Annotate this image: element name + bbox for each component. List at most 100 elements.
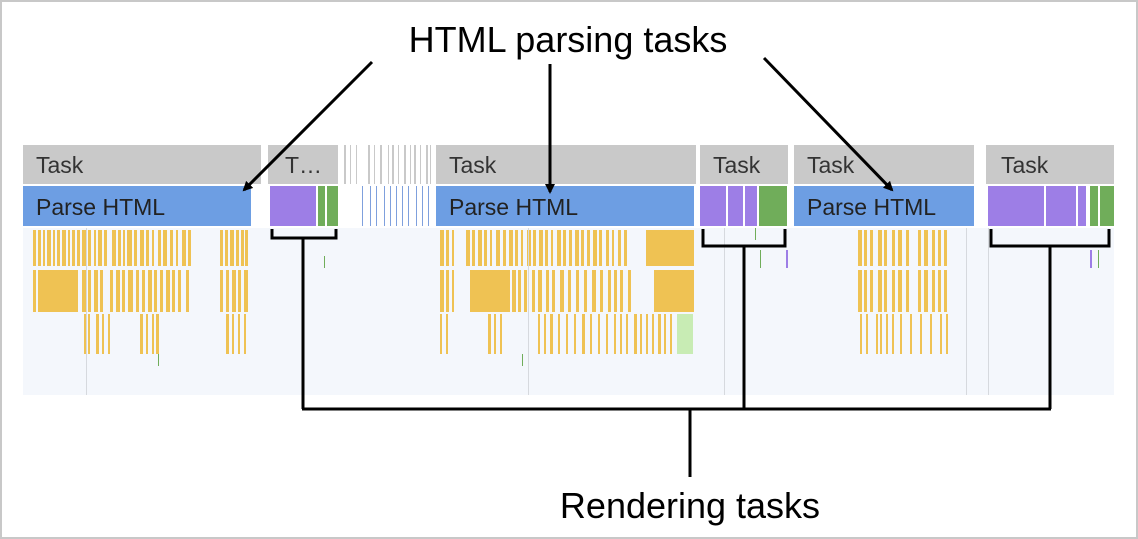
scripting-slice <box>574 314 576 354</box>
scripting-slice <box>624 230 627 266</box>
scripting-slice <box>560 270 564 312</box>
scripting-slice <box>640 314 642 354</box>
guide-line <box>966 228 967 395</box>
scripting-slice <box>566 314 568 354</box>
scripting-slice <box>654 270 694 312</box>
scripting-slice <box>154 270 157 312</box>
tiny-task-tick <box>344 145 346 184</box>
scripting-slice <box>238 314 240 354</box>
scripting-slice <box>148 270 152 312</box>
scripting-slice <box>226 314 229 354</box>
tiny-task-tick <box>388 145 389 184</box>
tiny-parse-tick <box>408 186 409 226</box>
rendering-block-3 <box>988 186 1114 226</box>
parsing-arrows <box>242 56 894 194</box>
parse-html-bar-2 <box>436 186 694 226</box>
scripting-slice <box>930 314 932 354</box>
scripting-slice <box>245 230 248 266</box>
guide-line <box>528 228 529 395</box>
scripting-slice <box>618 230 621 266</box>
task-bar-2 <box>268 145 338 184</box>
tiny-task-tick <box>414 145 416 184</box>
minor-slice <box>786 250 788 268</box>
scripting-slice <box>170 230 173 266</box>
task-row: Task T… Task Task Task Task <box>23 145 1114 226</box>
scripting-slice <box>944 230 947 266</box>
scripting-slice <box>620 314 622 354</box>
rendering-block-2 <box>700 186 787 226</box>
scripting-slice <box>587 230 590 266</box>
scripting-slice <box>238 270 241 312</box>
scripting-slice <box>94 230 96 266</box>
scripting-slice <box>160 270 163 312</box>
scripting-slice <box>496 230 500 266</box>
scripting-slice <box>178 270 181 312</box>
scripting-slice <box>886 314 888 354</box>
scripting-slice <box>575 230 579 266</box>
scripting-slice <box>884 270 887 312</box>
scripting-slice <box>864 230 867 266</box>
scripting-slice <box>110 270 113 312</box>
scripting-slice <box>62 230 66 266</box>
scripting-slice <box>524 270 527 312</box>
scripting-slice <box>220 230 223 266</box>
parse-html-bar-3 <box>794 186 974 226</box>
scripting-slice <box>43 230 45 266</box>
scripting-slice <box>938 230 941 266</box>
scripting-slice <box>88 270 91 312</box>
scripting-slice <box>112 230 116 266</box>
tiny-parse-tick <box>370 186 371 226</box>
scripting-slice <box>38 270 78 312</box>
scripting-slice <box>870 230 873 266</box>
scripting-slice <box>142 270 145 312</box>
scripting-slice <box>77 230 80 266</box>
scripting-slice <box>53 230 55 266</box>
scripting-slice <box>220 270 223 312</box>
tiny-task-tick <box>368 145 370 184</box>
scripting-slice <box>509 230 513 266</box>
tiny-parse-tick <box>362 186 363 226</box>
scripting-slice <box>140 314 143 354</box>
paint-slice <box>677 314 693 354</box>
scripting-slice <box>241 230 244 266</box>
scripting-slice <box>518 270 521 312</box>
scripting-slice <box>98 230 102 266</box>
scripting-slice <box>858 230 862 266</box>
scripting-slice <box>158 230 161 266</box>
parse-html-bar-1 <box>23 186 251 226</box>
scripting-slice <box>546 270 549 312</box>
scripting-slice <box>898 230 902 266</box>
scripting-slice <box>539 230 543 266</box>
tiny-task-tick <box>420 145 421 184</box>
scripting-slice <box>628 270 631 312</box>
tiny-task-tick <box>404 145 406 184</box>
scripting-slice <box>232 314 234 354</box>
task-label-4: Task <box>713 152 761 178</box>
scripting-slice <box>620 270 623 312</box>
minor-slice <box>522 354 523 366</box>
scripting-slice <box>478 230 482 266</box>
scripting-slice <box>606 314 608 354</box>
tiny-parse-tick <box>390 186 391 226</box>
scripting-slice <box>466 230 470 266</box>
scripting-slice <box>544 314 546 354</box>
scripting-slice <box>484 230 487 266</box>
task-label-3: Task <box>449 152 497 178</box>
scripting-slice <box>94 270 98 312</box>
scripting-slice <box>33 230 36 266</box>
scripting-slice <box>446 270 449 312</box>
flame-chart-tracks <box>33 228 1099 395</box>
scripting-slice <box>127 230 132 266</box>
scripting-slice <box>582 314 585 354</box>
scripting-slice <box>236 230 239 266</box>
scripting-slice <box>490 230 492 266</box>
tiny-task-tick <box>426 145 428 184</box>
scripting-slice <box>100 270 103 312</box>
scripting-slice <box>918 270 921 312</box>
scripting-slice <box>176 230 178 266</box>
scripting-slice <box>626 314 628 354</box>
task-bar-1 <box>23 145 261 184</box>
arrow-to-parse-html-3 <box>762 56 894 192</box>
scripting-slice <box>581 230 584 266</box>
scripting-slice <box>244 314 246 354</box>
